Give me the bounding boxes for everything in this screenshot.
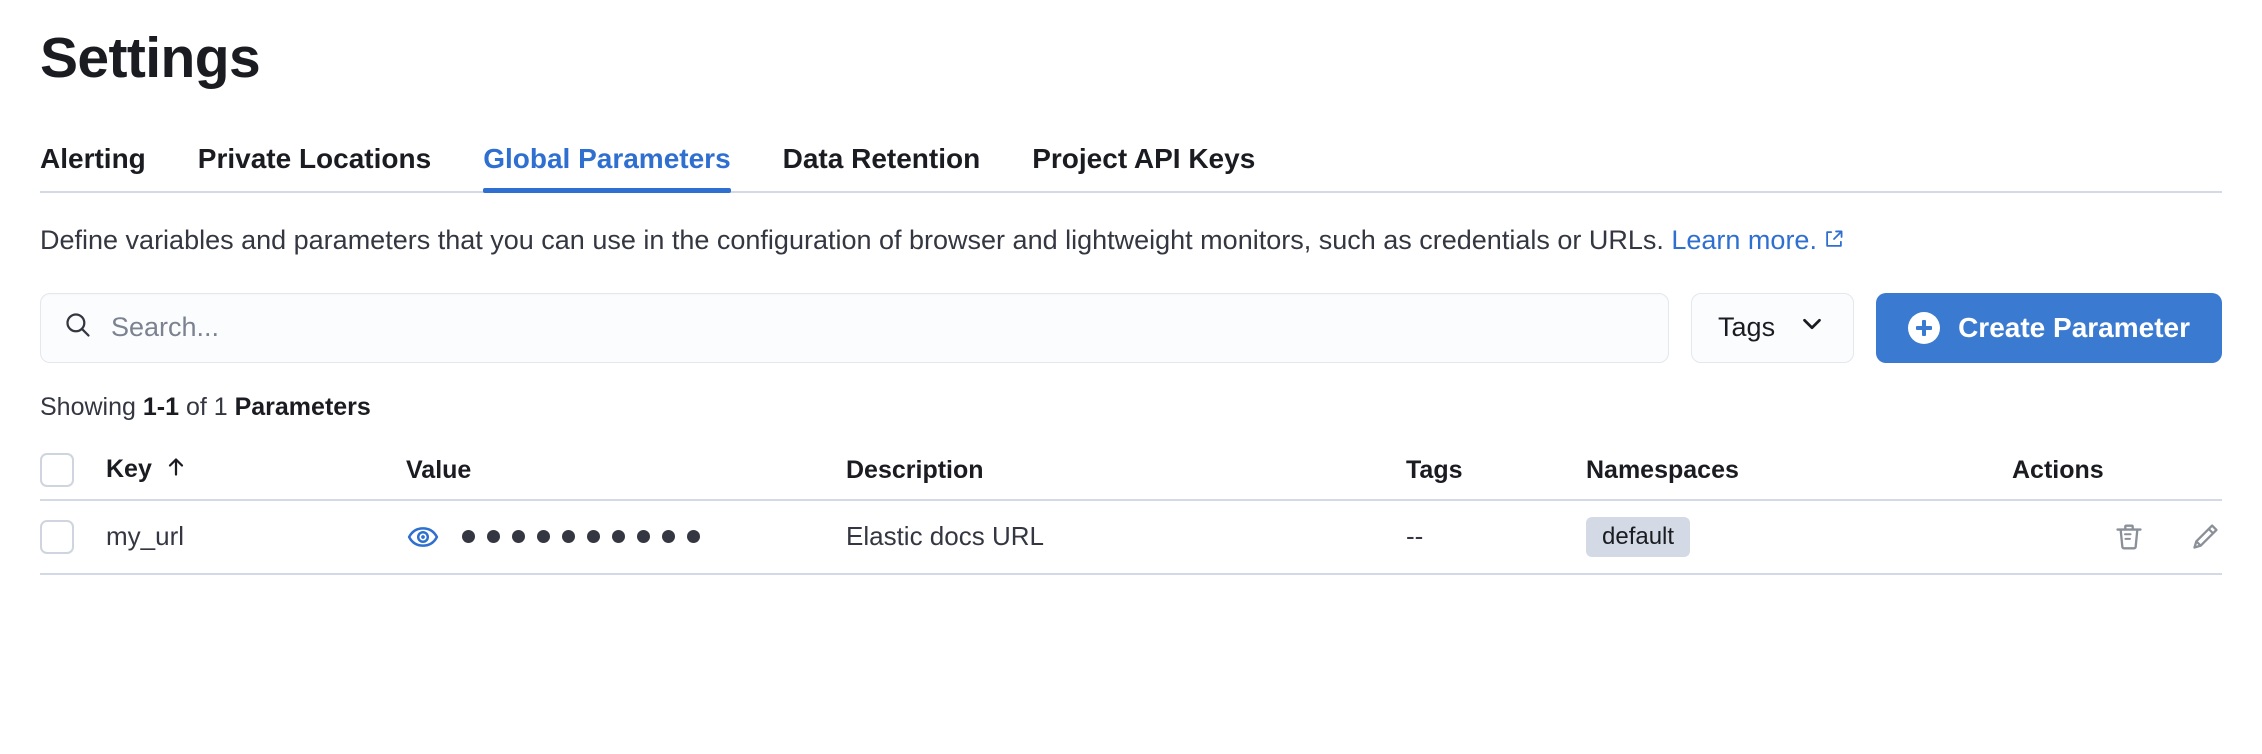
column-key-label: Key — [106, 454, 152, 483]
mask-dot — [562, 530, 575, 544]
mask-dot — [612, 530, 625, 544]
cell-namespaces: default — [1586, 499, 2012, 575]
column-tags[interactable]: Tags — [1406, 441, 1586, 501]
arrow-up-icon — [164, 455, 188, 486]
table-row: my_url — [40, 499, 2222, 575]
results-count: Showing 1-1 of 1 Parameters — [40, 393, 2222, 422]
search-input[interactable] — [111, 312, 1647, 344]
create-parameter-label: Create Parameter — [1958, 311, 2190, 343]
mask-dot — [687, 530, 700, 544]
cell-description: Elastic docs URL — [846, 499, 1406, 575]
plus-circle-icon — [1908, 311, 1941, 344]
tags-filter-label: Tags — [1718, 312, 1776, 343]
column-description[interactable]: Description — [846, 441, 1406, 501]
mask-dot — [537, 530, 550, 544]
search-icon — [63, 310, 93, 345]
settings-tabs: Alerting Private Locations Global Parame… — [40, 131, 2222, 193]
column-actions: Actions — [2012, 441, 2222, 501]
mask-dot — [662, 530, 675, 544]
controls-row: Tags Create Parameter — [40, 292, 2222, 363]
mask-dot — [487, 530, 500, 544]
column-key[interactable]: Key — [106, 441, 406, 501]
select-all-checkbox[interactable] — [40, 453, 74, 488]
table-header-row: Key Value Description Tags Namespaces Ac… — [40, 441, 2222, 501]
cell-tags: -- — [1406, 499, 1586, 575]
parameters-table: Key Value Description Tags Namespaces Ac… — [40, 441, 2222, 575]
mask-dot — [512, 530, 525, 544]
showing-prefix: Showing — [40, 392, 143, 421]
tab-project-api-keys[interactable]: Project API Keys — [1006, 143, 1281, 191]
page-title: Settings — [40, 26, 261, 90]
table-body: my_url — [40, 499, 2222, 575]
mask-dot — [462, 530, 475, 544]
description-text: Define variables and parameters that you… — [40, 225, 1672, 255]
tags-filter-button[interactable]: Tags — [1691, 292, 1855, 363]
masked-value-dots — [462, 530, 700, 544]
row-checkbox[interactable] — [40, 519, 74, 554]
learn-more-label: Learn more. — [1671, 225, 1817, 255]
select-all-header — [40, 441, 106, 501]
tab-alerting[interactable]: Alerting — [40, 143, 172, 191]
status-badge: default — [1586, 516, 1691, 557]
table-header: Key Value Description Tags Namespaces Ac… — [40, 441, 2222, 501]
page-description: Define variables and parameters that you… — [40, 223, 2220, 259]
mask-dot — [587, 530, 600, 544]
tab-data-retention[interactable]: Data Retention — [757, 143, 1007, 191]
tab-global-parameters[interactable]: Global Parameters — [457, 143, 756, 193]
mask-dot — [637, 530, 650, 544]
column-value[interactable]: Value — [406, 441, 846, 501]
search-box[interactable] — [40, 292, 1670, 363]
column-namespaces[interactable]: Namespaces — [1586, 441, 2012, 501]
value-cell-wrap — [406, 520, 846, 554]
chevron-down-icon — [1797, 309, 1827, 346]
learn-more-link[interactable]: Learn more. — [1671, 225, 1817, 255]
create-parameter-button[interactable]: Create Parameter — [1876, 292, 2222, 363]
trash-icon[interactable] — [2112, 520, 2146, 554]
eye-icon[interactable] — [406, 520, 440, 554]
cell-key: my_url — [106, 499, 406, 575]
showing-middle: of 1 — [179, 392, 235, 421]
cell-value — [406, 499, 846, 575]
tab-private-locations[interactable]: Private Locations — [172, 143, 457, 191]
external-link-icon — [1823, 224, 1845, 259]
cell-actions — [2012, 499, 2222, 575]
showing-entity: Parameters — [234, 392, 371, 421]
showing-range: 1-1 — [142, 392, 179, 421]
row-select-cell — [40, 499, 106, 575]
row-actions — [2012, 520, 2222, 554]
pencil-icon[interactable] — [2188, 520, 2222, 554]
